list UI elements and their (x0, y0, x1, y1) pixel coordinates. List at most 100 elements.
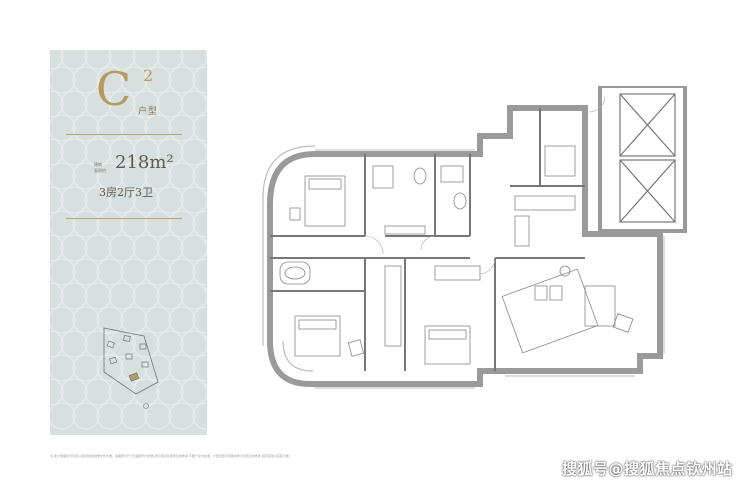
pattern-circle (50, 354, 76, 382)
pattern-circle (108, 90, 136, 118)
pattern-circle (50, 66, 76, 94)
pattern-circle (156, 282, 184, 310)
pattern-circle (168, 258, 196, 286)
pattern-circle (84, 282, 112, 310)
pattern-circle (144, 162, 172, 190)
pattern-circle (120, 162, 148, 190)
pattern-circle (108, 138, 136, 166)
unit-type-label: 户型 (138, 107, 159, 117)
pattern-circle (72, 114, 100, 142)
pattern-circle (156, 90, 184, 118)
pattern-circle (60, 330, 88, 358)
pattern-circle (132, 282, 160, 310)
bathtub (279, 261, 311, 285)
pattern-circle (50, 162, 76, 190)
pattern-circle (72, 354, 100, 382)
pattern-circle (168, 162, 196, 190)
disclaimer-footnote: 注:此户型图仅为示意,以政府最终批准文件为准。本图所示尺寸及面积均为约数,所示家… (50, 454, 292, 458)
pattern-circle (156, 138, 184, 166)
pattern-circle (144, 306, 172, 334)
interior-walls (270, 108, 585, 371)
pattern-circle (180, 330, 207, 358)
pattern-circle (96, 306, 124, 334)
pattern-circle (72, 402, 100, 430)
pattern-circle (50, 282, 64, 310)
pattern-circle (120, 258, 148, 286)
compass-icon (143, 403, 149, 409)
site-outline (103, 327, 159, 395)
elevator-shafts (598, 86, 687, 233)
pattern-circle (144, 210, 172, 238)
bedroom-2-furniture (424, 325, 471, 365)
area-label-line1: 建筑 (94, 162, 102, 167)
pattern-circle (50, 138, 64, 166)
pattern-circle (180, 282, 207, 310)
pattern-circle (60, 50, 88, 70)
building-highlighted (128, 372, 140, 382)
area-value: 218m² (115, 152, 174, 173)
bedroom-1-furniture (289, 175, 346, 227)
pattern-circle (132, 138, 160, 166)
pattern-circle (96, 66, 124, 94)
pattern-circle (180, 186, 207, 214)
pattern-circle (168, 66, 196, 94)
pattern-circle (60, 234, 88, 262)
pattern-circle (192, 114, 207, 142)
pattern-circle (168, 210, 196, 238)
pattern-circle (132, 50, 160, 70)
pattern-circle (60, 282, 88, 310)
pattern-circle (50, 330, 64, 358)
pattern-circle (50, 306, 76, 334)
exterior-walls (267, 105, 663, 387)
pattern-circle (50, 90, 64, 118)
pattern-circle (120, 210, 148, 238)
area-label: 建筑 面积约 (94, 162, 108, 174)
pattern-circle (168, 354, 196, 382)
pattern-circle (120, 114, 148, 142)
building-5 (125, 353, 133, 360)
source-watermark: 搜狐号@搜狐焦点钦州站 (562, 460, 733, 478)
pattern-circle (132, 330, 160, 358)
pattern-circle (132, 90, 160, 118)
pattern-circle (96, 162, 124, 190)
building-3 (139, 343, 147, 350)
pattern-circle (50, 114, 76, 142)
pattern-circle (84, 234, 112, 262)
pattern-circle (192, 66, 207, 94)
pattern-circle (156, 234, 184, 262)
pattern-circle (168, 114, 196, 142)
pattern-circle (84, 50, 112, 70)
pattern-circle (96, 258, 124, 286)
pattern-circle (180, 138, 207, 166)
pattern-circle (108, 186, 136, 214)
window-lines (315, 149, 665, 389)
pattern-circle (192, 402, 207, 430)
building-6 (141, 361, 149, 368)
pattern-circle (60, 378, 88, 406)
pattern-circle (50, 258, 76, 286)
room-config: 3房2厅3卫 (99, 186, 153, 199)
pattern-circle (72, 66, 100, 94)
pattern-circle (180, 234, 207, 262)
pattern-circle (50, 186, 64, 214)
pattern-circle (144, 258, 172, 286)
pattern-circle (60, 138, 88, 166)
building-2 (123, 335, 131, 342)
pattern-circle (132, 186, 160, 214)
kitchen-counters (514, 145, 576, 247)
unit-superscript: 2 (143, 66, 154, 85)
wardrobes (384, 225, 481, 347)
pattern-circle (84, 90, 112, 118)
pattern-circle (96, 210, 124, 238)
pattern-circle (108, 50, 136, 70)
pattern-circle (192, 162, 207, 190)
pattern-circle (84, 378, 112, 406)
pattern-circle (156, 50, 184, 70)
pattern-circle (50, 378, 64, 406)
pattern-circle (108, 282, 136, 310)
pattern-circle (84, 138, 112, 166)
pattern-circle (168, 306, 196, 334)
pattern-circle (120, 402, 148, 430)
pattern-circle (72, 162, 100, 190)
pattern-circle (192, 258, 207, 286)
